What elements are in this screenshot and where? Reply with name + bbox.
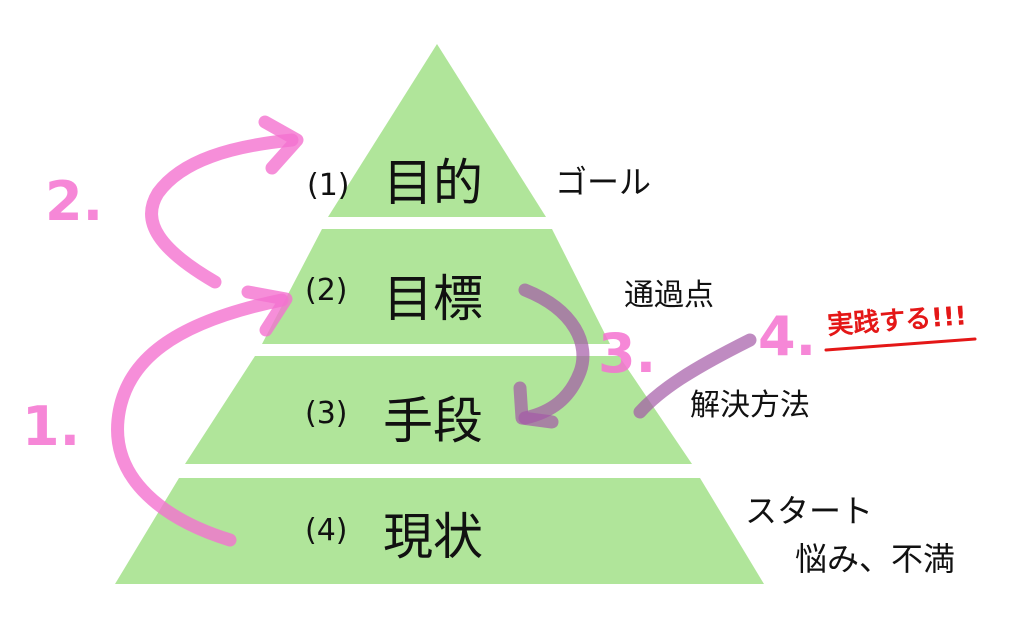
step-1-number: 1. <box>22 395 80 458</box>
tier-1-word: 目的 <box>383 154 483 212</box>
arrowhead-icon <box>241 285 293 337</box>
tier-4-side-label: スタート <box>745 492 873 530</box>
tier-4-word: 現状 <box>383 508 483 566</box>
curved-arrow-icon <box>145 133 299 289</box>
tier-3: (3) 手段 <box>305 392 483 450</box>
tier-4-number: (4) <box>305 513 348 548</box>
tier-3-number: (3) <box>305 396 348 431</box>
tier-4: (4) 現状 <box>305 508 483 566</box>
tier-1: (1) 目的 <box>307 154 483 212</box>
curved-arrow-icon <box>111 293 289 547</box>
step-4-number: 4. <box>758 305 816 368</box>
tier-2: (2) 目標 <box>305 270 483 328</box>
tier-4-shape <box>115 478 764 584</box>
tier-1-shape <box>328 44 546 217</box>
arrowhead-icon <box>258 115 304 175</box>
step-3-number: 3. <box>598 322 656 385</box>
tier-3-side-label: 解決方法 <box>690 388 810 423</box>
tier-1-number: (1) <box>307 168 350 203</box>
tier-2-shape <box>262 229 610 344</box>
tier-2-side-label: 通過点 <box>624 278 714 313</box>
step-3-arrow <box>513 283 590 429</box>
step-2-arrow <box>145 115 304 289</box>
tier-2-word: 目標 <box>383 270 483 328</box>
tier-3-shape <box>185 356 692 464</box>
practice-underline <box>824 337 977 352</box>
curved-arrow-icon <box>518 283 590 425</box>
step-2-number: 2. <box>45 170 103 233</box>
arrowhead-icon <box>513 381 559 429</box>
tier-3-word: 手段 <box>383 392 483 450</box>
step-4-stroke <box>633 333 757 419</box>
step-1-arrow <box>111 285 293 547</box>
tier-1-side-label: ゴール <box>555 163 651 201</box>
tier-4-side-label-2: 悩み、不満 <box>795 540 955 578</box>
tier-2-number: (2) <box>305 273 348 308</box>
practice-text: 実践する!!! <box>826 300 967 341</box>
